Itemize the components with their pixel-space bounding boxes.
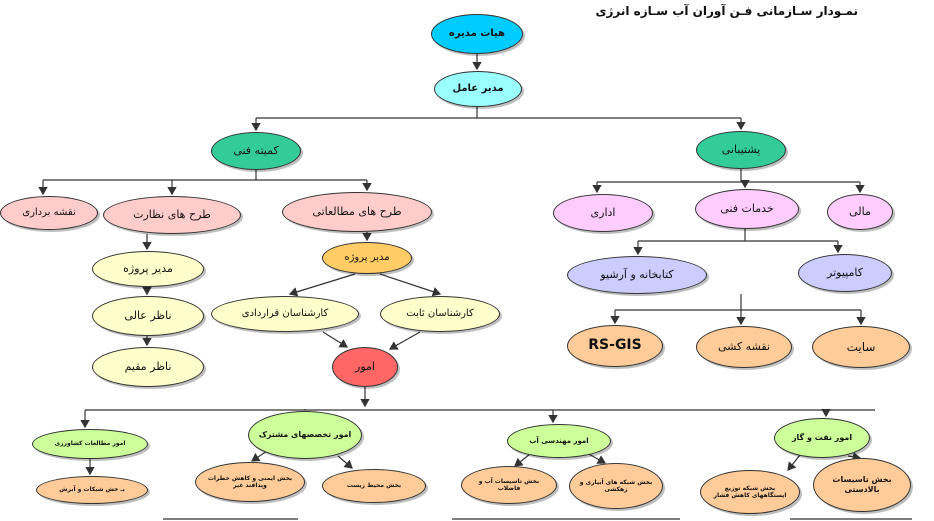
node-support: پشتیبانی: [696, 131, 786, 169]
node-survey: نقشه برداری: [0, 196, 98, 230]
connector-32: [388, 331, 421, 350]
node-rs-gis: RS-GIS: [567, 325, 663, 367]
node-contract-experts: کارشناسان قراردادی: [211, 296, 359, 332]
connector-42: [514, 453, 531, 467]
node-water-engineering: امور مهندسی آب: [507, 424, 611, 458]
node-agri-studies: امور مطالعات کشاورزی: [32, 429, 148, 459]
node-project-manager-study: مدیر پروژه: [322, 242, 412, 274]
node-drafting: نقشه کشی: [696, 326, 792, 368]
node-technical-committee: کمیته فنی: [211, 132, 301, 170]
node-resident-supervisor: ناظر مقیم: [92, 347, 204, 387]
node-technical-services: خدمات فنی: [695, 189, 799, 229]
node-computer: کامپیوتر: [798, 254, 892, 292]
node-permanent-experts: کارشناسان ثابت: [380, 296, 500, 332]
connector-31: [322, 331, 349, 348]
node-finance: مالی: [827, 194, 893, 230]
node-environment-section: بخش محیط زیست: [322, 469, 426, 503]
node-project-manager-supervision: مدیر پروژه: [92, 251, 204, 287]
chart-title: نمـودار سـازمانی فـن آوران آب سـازه انرژ…: [595, 4, 858, 18]
node-administrative: اداری: [553, 194, 653, 232]
node-safety-section: بخش ایمنی و کاهش خطرات وپدافند غیر: [195, 462, 305, 502]
connector-45: [847, 452, 862, 462]
node-supervision-plans: طرح های نظارت: [103, 196, 241, 234]
connector-30: [379, 273, 442, 297]
node-upstream-facilities: بخش تاسیسات بالادستی: [813, 458, 911, 512]
connector-41: [337, 455, 353, 469]
node-drainage-irrigation: بـ خش شبکات و آبرش: [36, 476, 148, 504]
node-board: هیات مدیره: [431, 14, 523, 54]
node-library: کتابخانه و آرشیو: [567, 256, 707, 294]
connector-44: [787, 454, 801, 471]
node-ceo: مدیر عامل: [434, 71, 522, 107]
node-site: سایت: [812, 326, 910, 368]
node-affairs: امور: [332, 347, 398, 387]
node-shared-specialties: امور تخصصهای مشترک: [248, 411, 362, 459]
node-study-plans: طرح های مطالعاتی: [282, 192, 432, 232]
node-water-facilities: بخش تاسیسات آب و فاضلاب: [461, 466, 557, 504]
node-irrigation-networks: بخش شبکه های آبیاری و زهکشی: [569, 463, 663, 509]
node-oil-gas: امور نفت و گاز: [774, 418, 870, 458]
connector-29: [288, 273, 356, 297]
node-senior-supervisor: ناظر عالی: [92, 296, 204, 336]
node-distribution-section: بخش شبکه توزیع ایستگاههای کاهش فشار: [700, 470, 800, 514]
